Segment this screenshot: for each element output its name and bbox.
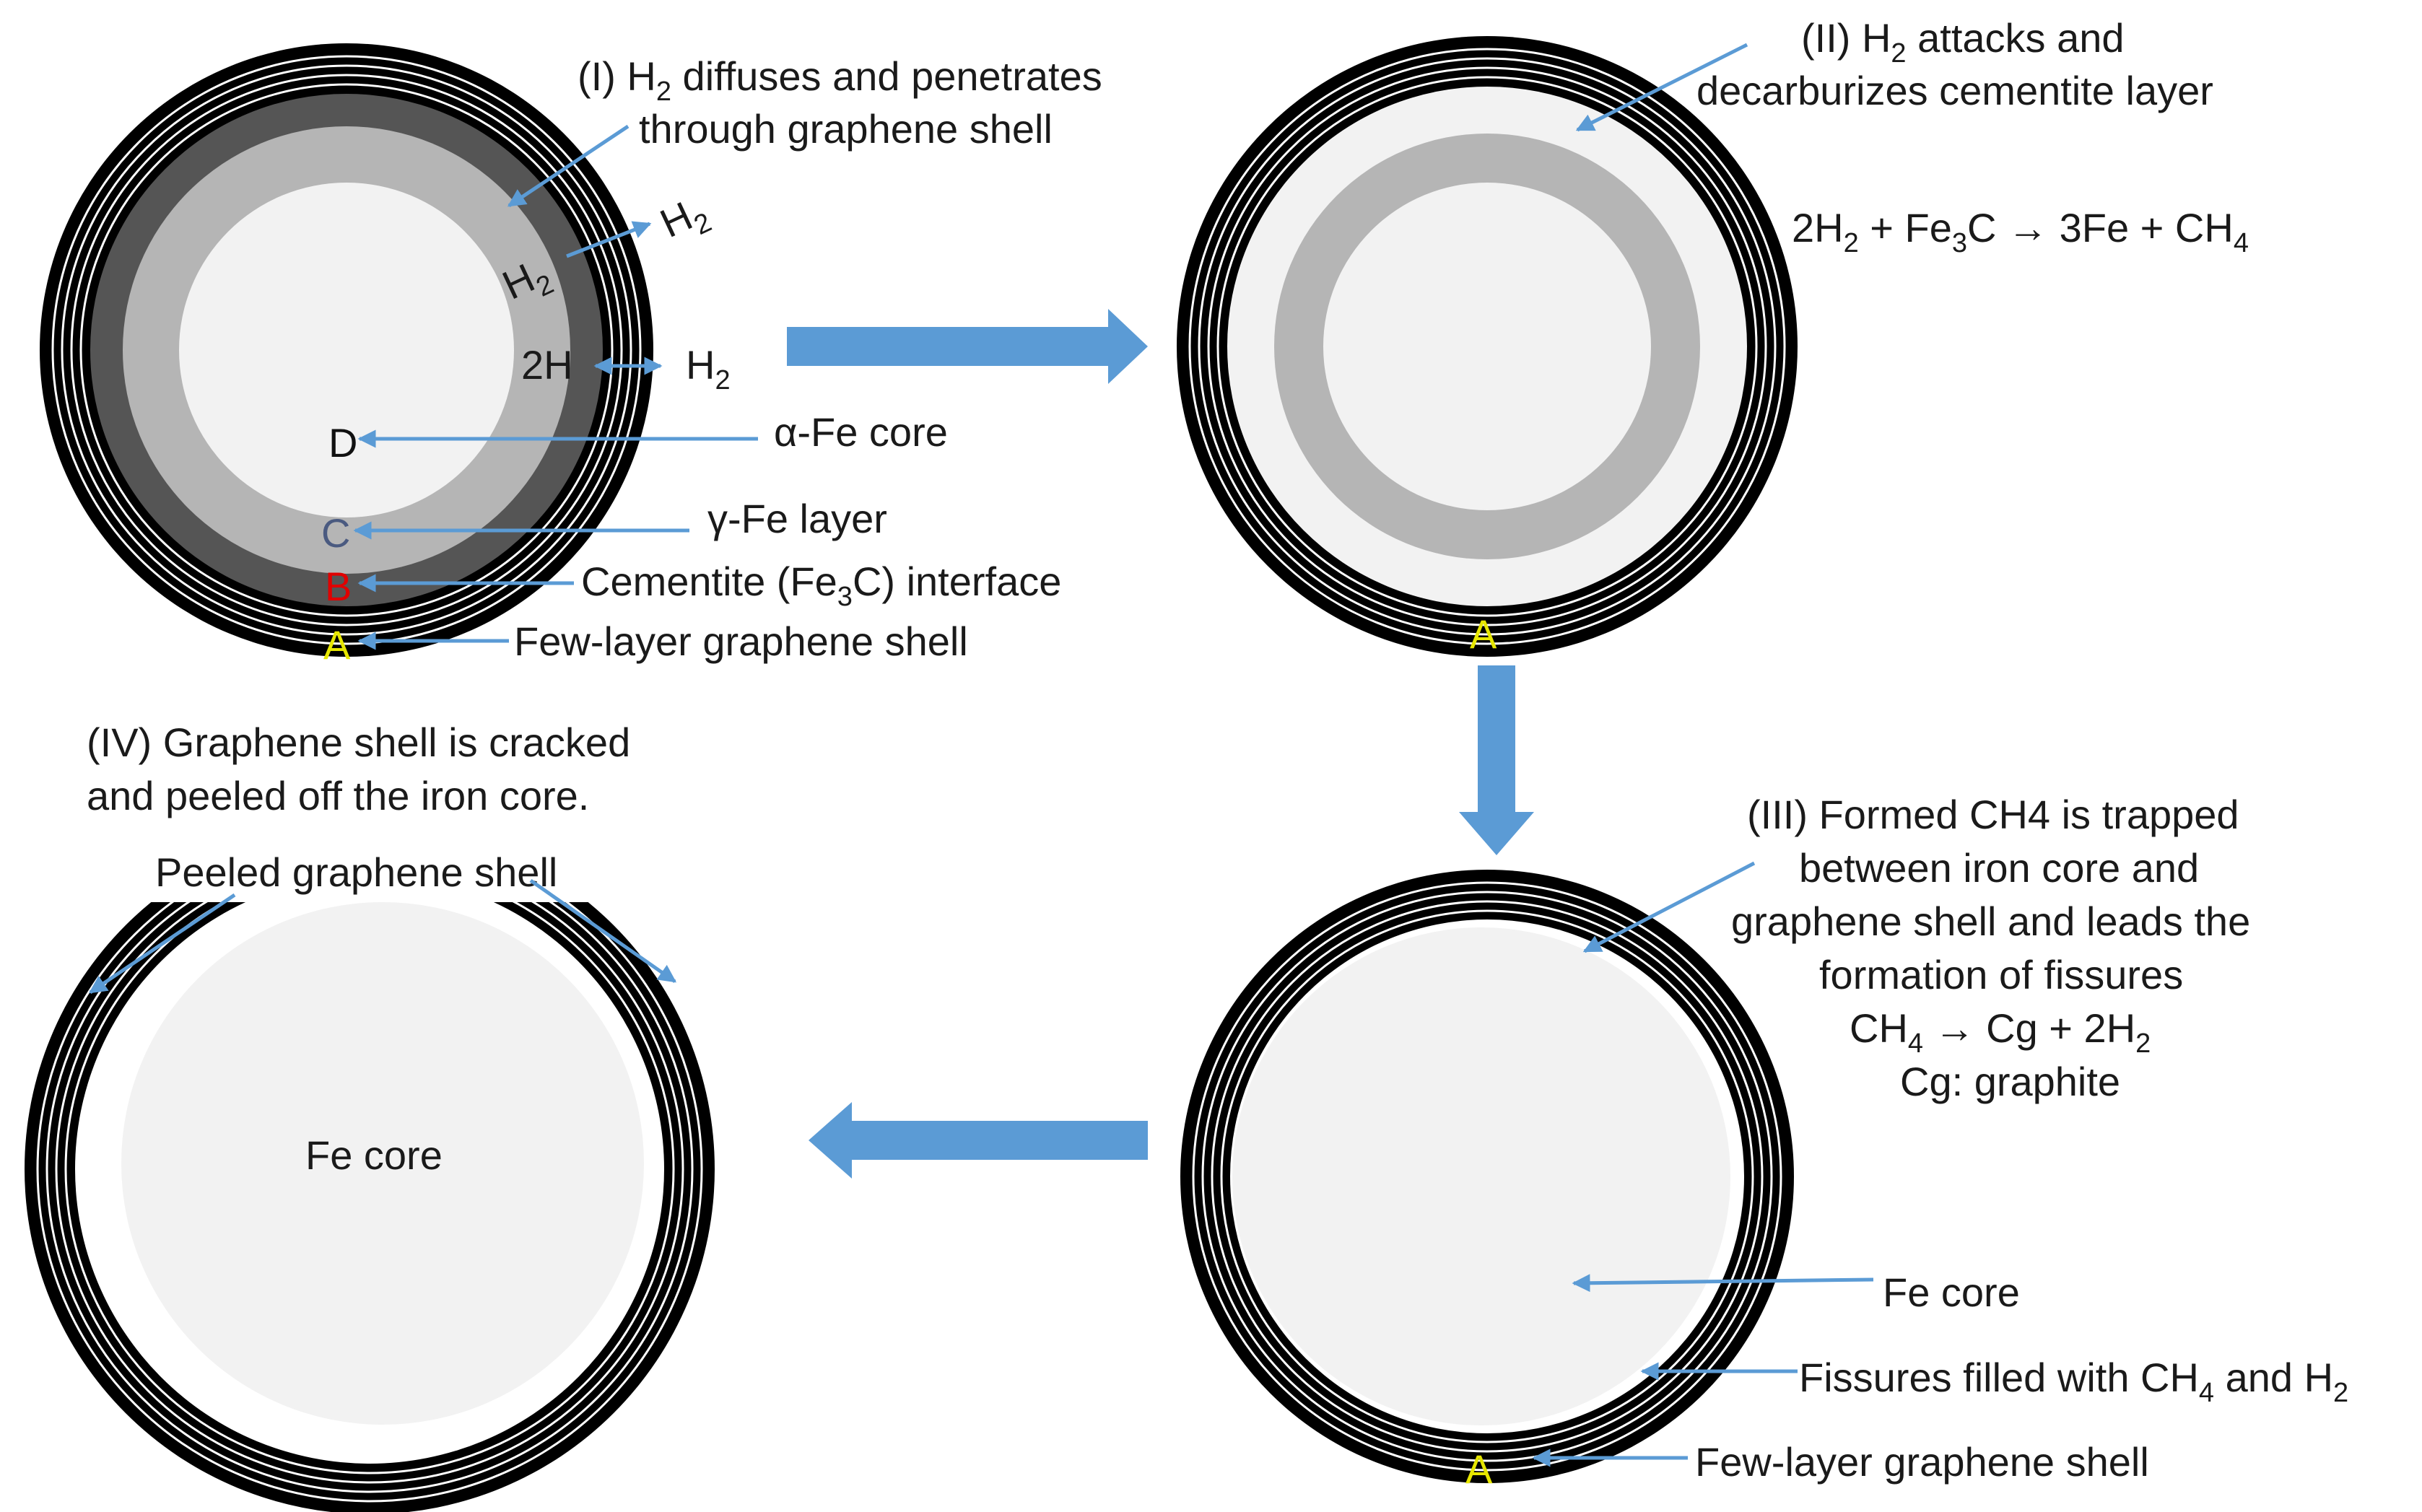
stage4-title-line2: and peeled off the iron core. bbox=[87, 773, 589, 818]
stage1-letter-b: B bbox=[325, 564, 352, 609]
stage4-peeled-pointer-right bbox=[529, 878, 677, 984]
stage4-particle bbox=[25, 902, 715, 1512]
stage2-letter-a: A bbox=[1470, 611, 1497, 657]
arrow-stage3-to-stage4 bbox=[809, 1102, 1148, 1179]
stage1-title-line1: (I) H2 diffuses and penetrates bbox=[578, 53, 1102, 107]
stage4-title-line1: (IV) Graphene shell is cracked bbox=[87, 720, 630, 765]
stage2-title-pointer bbox=[1575, 43, 1748, 132]
stage3-core-pointer bbox=[1572, 1274, 1874, 1293]
stage1-letter-c: C bbox=[321, 510, 350, 556]
stage2-title-line1: (II) H2 attacks and bbox=[1801, 15, 2125, 69]
stage1-2h-label: 2H bbox=[521, 342, 573, 388]
stage1-h2-outward-arrow bbox=[566, 221, 652, 258]
stage1-letter-d: D bbox=[328, 420, 357, 466]
stage2-particle bbox=[1177, 36, 1798, 657]
stage1-alpha-fe-core bbox=[179, 183, 514, 517]
stage3-fe-core bbox=[1232, 927, 1730, 1425]
stage1-gamma-label: γ-Fe layer bbox=[707, 496, 887, 541]
stage3-reaction-equation: CH4 → Cg + 2H2 bbox=[1850, 1005, 2151, 1059]
stage3-fissures-label: Fissures filled with CH4 and H2 bbox=[1799, 1355, 2348, 1408]
stage4-fe-core bbox=[121, 902, 644, 1425]
stage1-cementite-label: Cementite (Fe3C) interface bbox=[581, 559, 1061, 612]
stage3-fe-core-label: Fe core bbox=[1883, 1270, 2020, 1315]
stage3-graphite-note: Cg: graphite bbox=[1900, 1059, 2120, 1104]
stage1-title-line2: through graphene shell bbox=[639, 106, 1053, 152]
stage3-particle bbox=[1180, 870, 1794, 1483]
stage1-letter-a: A bbox=[323, 622, 351, 668]
stage1-h2-right-label: H2 bbox=[686, 342, 731, 396]
stage3-title-pointer bbox=[1582, 861, 1756, 953]
stage3-shell-label: Few-layer graphene shell bbox=[1695, 1439, 2149, 1485]
arrow-stage2-to-stage3 bbox=[1459, 665, 1534, 855]
stage3-title-line1: (III) Formed CH4 is trapped bbox=[1747, 792, 2239, 837]
stage2-reaction-equation: 2H2 + Fe3C → 3Fe + CH4 bbox=[1792, 205, 2249, 258]
stage1-shell-label: Few-layer graphene shell bbox=[514, 619, 968, 664]
stage4-fe-core-label: Fe core bbox=[305, 1132, 443, 1178]
stage1-h2-outer-label: H2 bbox=[653, 186, 716, 253]
stage3-title-line3: graphene shell and leads the bbox=[1731, 899, 2250, 944]
stage4-peeled-pointer-left bbox=[88, 893, 236, 995]
stage1-particle bbox=[40, 43, 653, 657]
stage2-alpha-fe-core bbox=[1323, 183, 1651, 510]
stage1-title-pointer bbox=[507, 124, 630, 208]
stage3-title-line4: formation of fissures bbox=[1819, 952, 2183, 997]
stage4-peeled-label: Peeled graphene shell bbox=[155, 849, 557, 895]
stage1-alpha-label: α-Fe core bbox=[774, 409, 948, 455]
arrow-stage1-to-stage2 bbox=[787, 309, 1148, 384]
stage3-title-line2: between iron core and bbox=[1799, 845, 2199, 891]
stage3-letter-a: A bbox=[1465, 1446, 1493, 1492]
stage2-title-line2: decarburizes cementite layer bbox=[1696, 68, 2213, 113]
